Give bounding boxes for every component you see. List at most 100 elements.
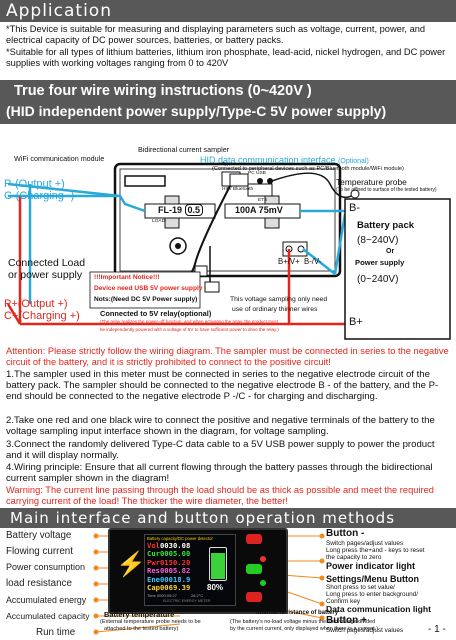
label-power-consumption: Power consumption [6, 562, 86, 572]
power-indicator-light [260, 556, 266, 562]
main-interface-header: Main interface and button operation meth… [0, 508, 456, 528]
application-line-2: *Suitable for all types of lithium batte… [6, 47, 446, 69]
voltage-sampling-note-2: use of ordinary thinner wires [232, 306, 318, 313]
button-minus[interactable] [246, 534, 262, 544]
battery-percent: 80% [207, 583, 224, 592]
button-minus-sub-2: Long press the+and - keys to reset [326, 547, 425, 554]
p-plus-label: P+(Output +) [4, 298, 68, 310]
button-minus-label: Button - [326, 528, 365, 539]
label-accumulated-capacity: Accumulated capacity [6, 611, 90, 621]
label-accumulated-energy: Accumulated energy [6, 595, 87, 605]
fl-model: FL-19 [158, 205, 183, 215]
cap-label: Cap [147, 583, 160, 593]
screen-header: Battery capacity/DC power detector [147, 536, 213, 541]
c-plus-label: C+(Charging +) [4, 310, 80, 322]
power-supply-label: Power supply [355, 258, 405, 267]
b-plus-label: B+ [349, 316, 363, 328]
application-title: Application [6, 1, 112, 21]
label-flowing-current: Flowing current [6, 546, 73, 557]
screen-temp: 28.2°C [191, 593, 204, 598]
screen-footer: ELECTRIC ENERGY METER [163, 599, 211, 603]
shunt-label: 100A 75mV [235, 205, 283, 215]
readout-res: Res0005.82 [147, 567, 190, 575]
fl-value: 0.5 [184, 204, 204, 216]
button-plus-label: Button + [326, 615, 367, 626]
hid-title-text: HID data communication interface [200, 155, 336, 165]
warning-text: Warning: The current line passing throug… [6, 485, 434, 506]
vol-value: 0030.08 [159, 541, 191, 550]
settings-button[interactable] [246, 564, 262, 574]
notice-title: !!!Important Notice!!! [94, 274, 160, 281]
or-power-supply-label: or power supply [8, 269, 83, 281]
connected-load-label: Connected Load [8, 257, 86, 269]
button-plus-sub: Switch pages/adjust values [326, 627, 404, 634]
b-minus-label: B- [349, 202, 360, 214]
step-2: 2.Take one red and one black wire to con… [6, 415, 435, 438]
step-4: 4.Wiring principle: Ensure that all curr… [6, 462, 433, 485]
device-screen: Battery capacity/DC power detector Vol00… [144, 534, 236, 606]
wiring-title: True four wire wiring instructions (0~42… [14, 83, 312, 99]
step-3: 3.Connect the randomly delivered Type-C … [6, 439, 435, 462]
temp-probe-sublabel: (To be affixed to surface of the tested … [336, 187, 437, 193]
bidirectional-sampler-label: Bidirectional current sampler [138, 145, 230, 154]
data-light-label: Data communication light [326, 604, 432, 614]
data-communication-light [260, 580, 266, 586]
screen-readouts: Vol0030.08 Cur0005.00 Pwr0150.20 Res0005… [147, 541, 191, 593]
internal-resistance-sub-2: by the current current, only displayed w… [230, 626, 379, 632]
wiring-diagram: Bidirectional current sampler WiFi commu… [0, 124, 456, 346]
fl-label: FL-19 0.5 [158, 204, 204, 216]
screen-time: Time 0000:05:27 [147, 593, 177, 598]
wiring-header: True four wire wiring instructions (0~42… [0, 80, 456, 124]
voltage-sampling-note: This voltage sampling only need [230, 296, 328, 303]
battery-temperature-sub-2: attached to the tested battery) [104, 626, 179, 632]
battery-level-icon [209, 547, 227, 581]
application-line-1: *This Device is suitable for measuring a… [6, 24, 426, 46]
readout-vol: Vol0030.08 [147, 541, 191, 550]
notice-line-1: Device need USB 5V power supply [94, 285, 203, 292]
relay-sub-1: (The relay realizes the power-off functi… [100, 319, 278, 324]
c-charging-label: C-(Charging -) [4, 190, 75, 202]
vol-label: Vol [147, 541, 160, 550]
bv-terminal-label: B+/V+ B-/V- [278, 257, 322, 266]
pwr-value: 0150.20 [159, 557, 191, 567]
wifi-module-label: WiFi communication module [14, 154, 105, 163]
button-minus-sub-3: the capacity to zero [326, 554, 382, 561]
pc-usb-label: PC USB [248, 171, 266, 176]
device-panel: Battery capacity/DC power detector Vol00… [108, 528, 288, 614]
typec-small-label: Type-c [222, 162, 237, 167]
page-number: - 1 - [428, 624, 446, 635]
readout-cur: Cur0005.00 [147, 550, 190, 558]
battery-level-fill [211, 553, 225, 579]
button-plus[interactable] [246, 592, 262, 602]
button-minus-sub-1: Switch pages/adjust values [326, 540, 404, 547]
ene-label: Ene [147, 574, 160, 584]
battery-range-label: (8~240V) [357, 235, 399, 246]
power-range-label: (0~240V) [357, 274, 399, 285]
cur-label: Cur [147, 549, 160, 559]
battery-temperature-sub-1: (External temperature probe needs to be [100, 619, 201, 625]
readout-ene: Ene00018.9 [147, 574, 191, 584]
internal-resistance-title: Internal resistance of battery [256, 610, 339, 616]
load-small-label: LOAD- [152, 219, 167, 224]
relay-title: Connected to 5V relay(optional) [100, 309, 212, 318]
res-value: 0005.82 [159, 566, 191, 576]
hid-title: HID data communication interface (Option… [200, 155, 369, 165]
settings-label: Settings/Menu Button [326, 574, 419, 584]
step-1: 1.The sampler used in this meter must be… [6, 369, 439, 403]
bolt-icon: ⚡ [116, 551, 146, 578]
application-header: Application [0, 0, 456, 22]
cur-value: 0005.00 [159, 549, 191, 559]
internal-resistance-sub-1: (The battery's no-load voltage minus the… [230, 619, 376, 625]
temp-probe-label: Temperature probe [336, 177, 407, 187]
hid-subtitle: (Connected to peripheral devices such as… [212, 166, 404, 172]
settings-sub-2: Long press to enter background/ [326, 591, 419, 598]
hid-bluetooth-label: HID/ Bluetooth [222, 187, 254, 192]
attention-text: Attention: Please strictly follow the wi… [6, 346, 449, 367]
hid-optional: (Optional) [338, 158, 369, 165]
readout-cap: Cap0069.39 [147, 583, 191, 593]
cap-value: 0069.39 [159, 583, 191, 593]
readout-pwr: Pwr0150.20 [147, 557, 191, 567]
relay-sub-2: be independently powered with a voltage … [100, 327, 279, 332]
ene-value: 00018.9 [159, 574, 191, 584]
label-run-time: Run time [36, 627, 76, 638]
